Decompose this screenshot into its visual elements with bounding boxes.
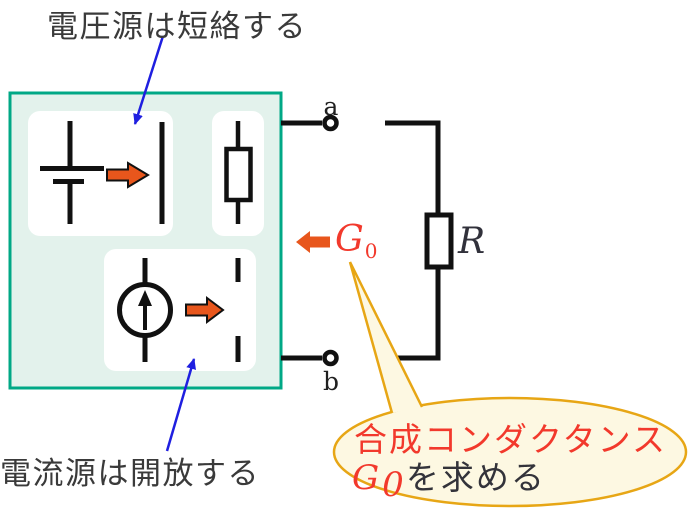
resistor-label: R [458, 221, 486, 262]
conductance-arrow-icon [296, 231, 330, 253]
callout-line1: 合成コンダクタンス [354, 421, 668, 458]
current-source-panel [104, 249, 256, 371]
open-arrow-icon [185, 296, 225, 324]
terminal-b-node [322, 349, 339, 367]
voltage-note: 電圧源は短絡する [47, 9, 307, 44]
terminal-a-label: a [323, 92, 339, 121]
terminal-b-label: b [322, 367, 339, 396]
resistor-icon [224, 121, 253, 224]
current-note: 電流源は開放する [0, 456, 260, 491]
current-note-arrow-icon [165, 358, 196, 452]
conductance-subscript: 0 [364, 239, 378, 263]
voltage-source-panel [28, 111, 173, 236]
terminal-a-node [322, 114, 339, 132]
short-arrow-icon [106, 161, 150, 189]
callout-line2: G0を求める [352, 451, 546, 505]
load-resistor-icon [424, 212, 454, 270]
callout-symbol: G [352, 458, 382, 498]
voltage-note-arrow-icon [133, 35, 165, 125]
callout-symbol-subscript: 0 [382, 465, 406, 505]
current-source-icon [117, 258, 173, 362]
callout-suffix: を求める [405, 459, 546, 496]
conductance-symbol: G [335, 219, 364, 260]
callout-tail [348, 261, 424, 414]
load-branch [385, 120, 454, 361]
conductance-label: G0 [335, 219, 378, 263]
callout-bubble [332, 396, 688, 508]
voltage-source-icon [40, 121, 104, 224]
